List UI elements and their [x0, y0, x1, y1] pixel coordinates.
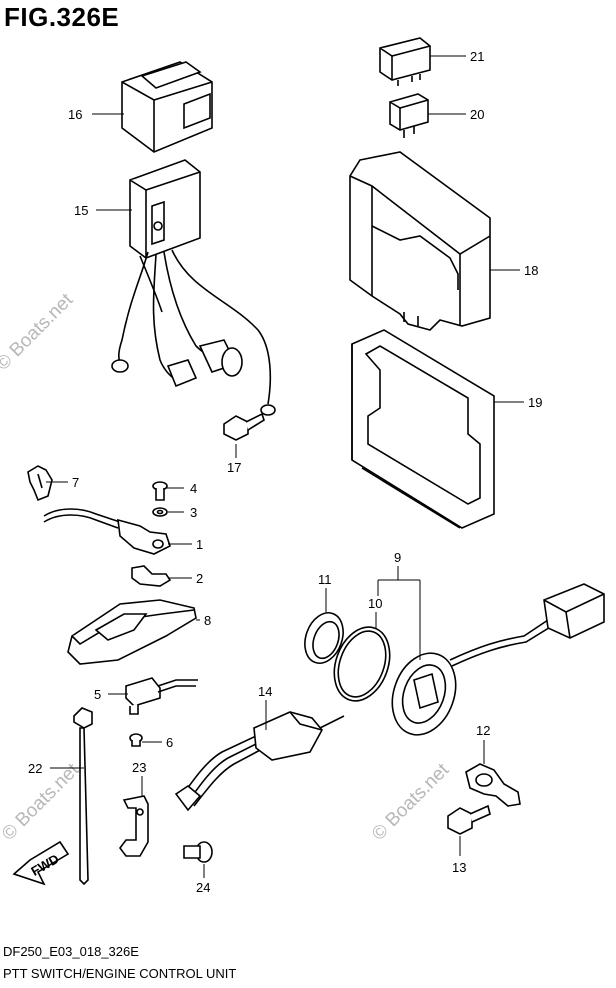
part-15-harness-module: [129, 159, 201, 259]
part-8-switch-housing: [67, 599, 197, 665]
part-14-connector: [174, 711, 345, 812]
callout-23: 23: [132, 760, 146, 775]
part-9-switch: [391, 583, 605, 736]
callout-20: 20: [470, 107, 484, 122]
callout-13: 13: [452, 860, 466, 875]
part-13-bolt: [447, 804, 491, 835]
callout-8: 8: [204, 613, 211, 628]
leader-lines: [46, 55, 524, 878]
callout-1: 1: [196, 537, 203, 552]
callout-17: 17: [227, 460, 241, 475]
part-18-ecu: [349, 151, 491, 331]
callout-18: 18: [524, 263, 538, 278]
callout-3: 3: [190, 505, 197, 520]
callout-16: 16: [68, 107, 82, 122]
part-15-wires: [117, 249, 272, 405]
figure-code: DF250_E03_018_326E: [3, 944, 139, 959]
callout-24: 24: [196, 880, 210, 895]
part-9-wires: [449, 619, 553, 667]
part-15-connectors: [111, 339, 276, 416]
part-19-cushion: [351, 329, 495, 529]
part-4-screw: [152, 481, 168, 501]
callout-7: 7: [72, 475, 79, 490]
part-7-clip: [27, 465, 53, 502]
part-2-bracket: [131, 565, 172, 587]
callout-22: 22: [28, 761, 42, 776]
figure-title: FIG.326E: [4, 2, 120, 32]
part-6-screw: [129, 733, 143, 747]
part-21-relay: [379, 37, 431, 86]
part-3-washer: [152, 507, 168, 517]
callout-5: 5: [94, 687, 101, 702]
callout-9: 9: [394, 550, 401, 565]
callout-19: 19: [528, 395, 542, 410]
part-22-cable-tie: [73, 707, 93, 886]
callout-2: 2: [196, 571, 203, 586]
part-23-clamp: [119, 795, 149, 857]
part-17-bolt: [223, 412, 265, 441]
part-16-cover: [121, 61, 213, 153]
part-12-clamp: [465, 763, 521, 807]
part-10-seal: [333, 626, 391, 702]
part-5-ptt-switch: [125, 677, 161, 715]
part-1-sensor: [117, 518, 171, 555]
callout-15: 15: [74, 203, 88, 218]
fwd-arrow-icon: [12, 840, 70, 886]
part-1-lead: [43, 508, 121, 529]
figure-caption: PTT SWITCH/ENGINE CONTROL UNIT: [3, 966, 237, 981]
callout-6: 6: [166, 735, 173, 750]
callout-12: 12: [476, 723, 490, 738]
part-20-relay: [389, 93, 429, 138]
part-11-o-ring: [304, 612, 344, 664]
callout-11: 11: [318, 572, 332, 587]
callout-14: 14: [258, 684, 272, 699]
part-24-bolt: [183, 841, 213, 863]
callout-4: 4: [190, 481, 197, 496]
part-5-lead: [157, 679, 198, 693]
callout-21: 21: [470, 49, 484, 64]
callout-10: 10: [368, 596, 382, 611]
